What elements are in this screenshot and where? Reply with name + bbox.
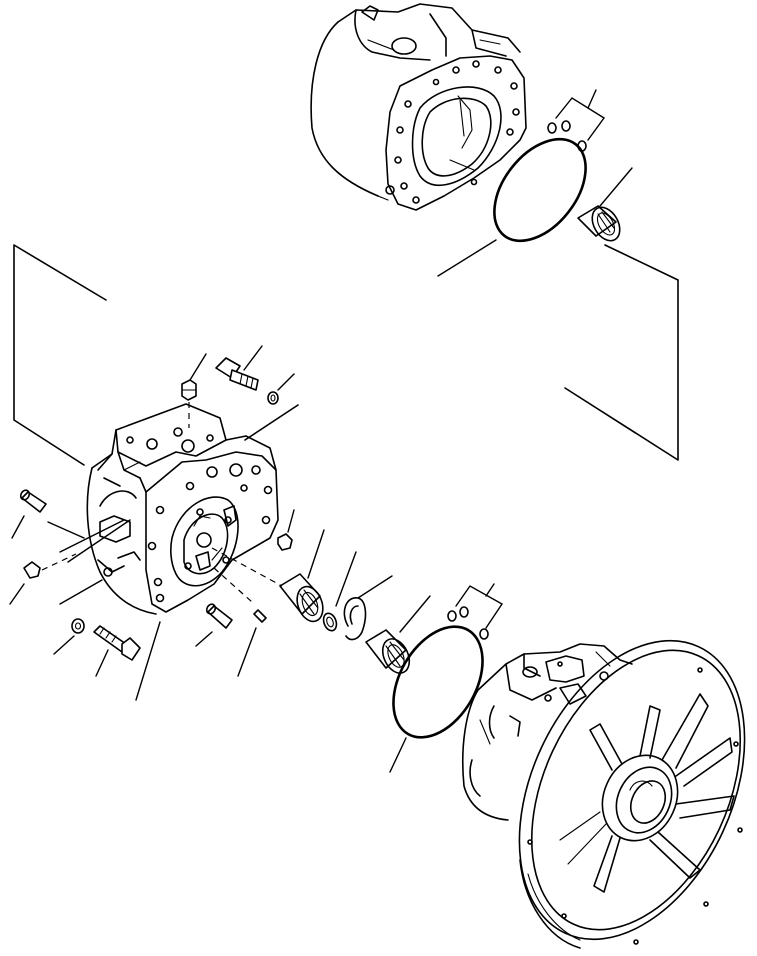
assembly-frame-lines xyxy=(13,244,679,466)
small-pin xyxy=(213,567,267,677)
plug-side xyxy=(277,509,295,551)
plug-left xyxy=(9,553,77,605)
plug-top xyxy=(181,353,207,428)
washer-top xyxy=(267,373,295,405)
front-large-o-ring xyxy=(389,625,484,773)
rear-large-o-ring xyxy=(437,137,587,277)
dowel-pin-lower xyxy=(195,603,233,647)
rear-needle-bearing xyxy=(577,167,633,242)
rear-pump-housing xyxy=(310,3,527,211)
dowel-pin-left xyxy=(11,489,47,539)
washer-lower xyxy=(53,618,85,655)
center-pump-body xyxy=(86,403,279,615)
front-o-rings-pair xyxy=(447,583,504,640)
rear-o-rings-pair xyxy=(547,89,606,152)
mounting-bolt-top xyxy=(215,345,263,391)
roller-bearing xyxy=(211,529,325,623)
mounting-bolt-lower xyxy=(93,625,141,677)
snap-ring-large xyxy=(343,575,393,641)
front-pump-with-flange xyxy=(461,639,746,949)
snap-ring-small xyxy=(322,551,357,632)
front-needle-bearing xyxy=(365,595,431,674)
center-body-leaders xyxy=(47,519,161,701)
